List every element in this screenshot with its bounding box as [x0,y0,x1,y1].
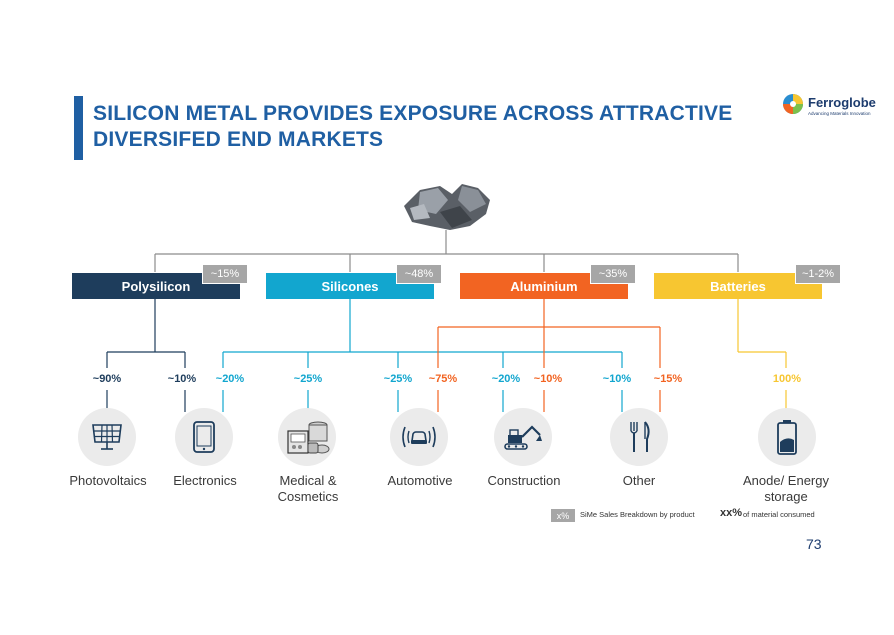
logo-name: Ferroglobe [808,95,876,110]
category-batteries: Batteries [654,273,822,299]
consumption-share: ~10% [602,373,632,385]
market-label: Other [622,473,656,488]
logo-tagline: Advancing Materials Innovation [808,111,871,116]
consumption-share: ~75% [428,373,458,385]
market-label: Photovoltaics [69,473,147,488]
sales-share-badge: ~35% [590,264,636,284]
tablet-icon [193,421,215,453]
legend-consumed-text: of material consumed [743,510,815,519]
market-label: Medical & Cosmetics [277,473,339,504]
solar-panel-icon [92,424,122,450]
consumption-share: 100% [772,373,802,385]
consumption-share: ~25% [293,373,323,385]
market-automotive [390,408,448,466]
market-photovoltaics [78,408,136,466]
consumption-share: ~10% [167,373,197,385]
market-medical-cosmetics [278,408,336,466]
consumption-share: ~15% [653,373,683,385]
market-label: Automotive [387,473,453,488]
sales-share-badge: ~15% [202,264,248,284]
excavator-icon [504,425,542,450]
cutlery-icon [630,421,650,452]
sales-share-badge: ~1-2% [795,264,841,284]
consumption-share: ~25% [383,373,413,385]
legend-consumed-marker: xx% [720,507,743,519]
consumption-share: ~20% [491,373,521,385]
ferroglobe-logo-icon [783,94,803,114]
car-icon [402,426,436,448]
page-title: SILICON METAL PROVIDES EXPOSURE ACROSS A… [93,102,733,151]
legend-sales-text: SiMe Sales Breakdown by product [580,510,695,519]
market-label: Construction [487,473,561,488]
silicon-metal-rock-icon [404,184,490,230]
page-number: 73 [806,536,822,552]
market-label: Electronics [173,473,237,488]
market-construction [494,408,552,466]
consumption-share: ~90% [92,373,122,385]
consumption-share: ~20% [215,373,245,385]
market-other [610,408,668,466]
market-label: Anode/ Energy storage [742,473,829,504]
sales-share-badge: ~48% [396,264,442,284]
battery-icon [777,420,797,455]
title-accent-bar [74,96,83,160]
market-anode-energy-storage [758,408,816,466]
market-electronics [175,408,233,466]
cosmetics-icon [287,421,330,454]
legend-sales-badge: x% [551,509,575,522]
consumption-share: ~10% [533,373,563,385]
